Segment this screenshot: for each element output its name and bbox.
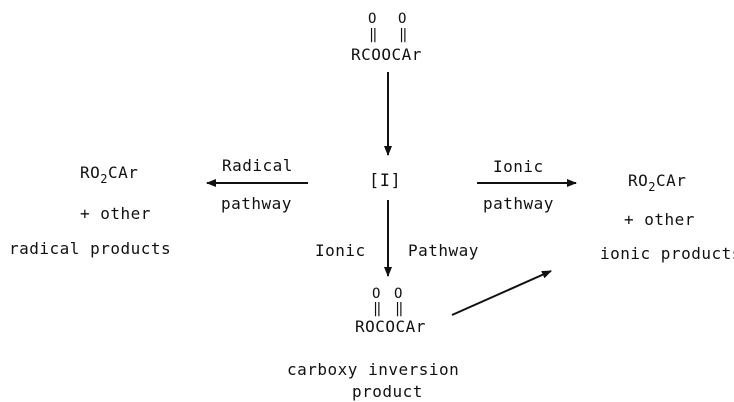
- right-formula-sub: 2: [648, 180, 656, 194]
- carbonyl-o-1: O: [368, 11, 377, 27]
- ionic-down-label-left: Ionic: [315, 241, 366, 260]
- carboxy-double-bond-1: ‖: [373, 301, 382, 317]
- left-formula-tail: CAr: [108, 163, 139, 182]
- right-product-formula: RO2CAr: [628, 171, 687, 195]
- left-product-line2: + other: [80, 204, 151, 223]
- carboxy-label-line2: product: [352, 382, 423, 401]
- ionic-right-label-line2: pathway: [483, 194, 554, 213]
- carboxy-label-line1: carboxy inversion: [287, 360, 460, 379]
- carboxy-formula: ROCOCAr: [355, 317, 426, 336]
- right-formula-main: RO: [628, 171, 649, 190]
- ionic-right-label-line1: Ionic: [493, 157, 544, 176]
- right-formula-tail: CAr: [656, 171, 687, 190]
- ionic-down-label-right: Pathway: [408, 241, 479, 260]
- carbonyl-o-2: O: [398, 11, 407, 27]
- double-bond-2: ‖: [399, 27, 408, 43]
- left-formula-main: RO: [80, 163, 101, 182]
- left-product-formula: RO2CAr: [80, 163, 139, 187]
- right-product-line2: + other: [624, 210, 695, 229]
- double-bond-1: ‖: [369, 27, 378, 43]
- reactant-formula: RCOOCAr: [351, 45, 422, 64]
- intermediate: [I]: [369, 171, 402, 191]
- left-product-line3: radical products: [9, 239, 172, 258]
- left-formula-sub: 2: [100, 172, 108, 186]
- right-product-line3: ionic products: [600, 244, 734, 263]
- carboxy-double-bond-2: ‖: [395, 301, 404, 317]
- arrow-carboxy-to-ionic: [451, 270, 552, 316]
- radical-label-line2: pathway: [221, 194, 292, 213]
- carboxy-carbonyl-o-2: O: [394, 286, 403, 302]
- radical-label-line1: Radical: [222, 156, 293, 175]
- carboxy-carbonyl-o-1: O: [372, 286, 381, 302]
